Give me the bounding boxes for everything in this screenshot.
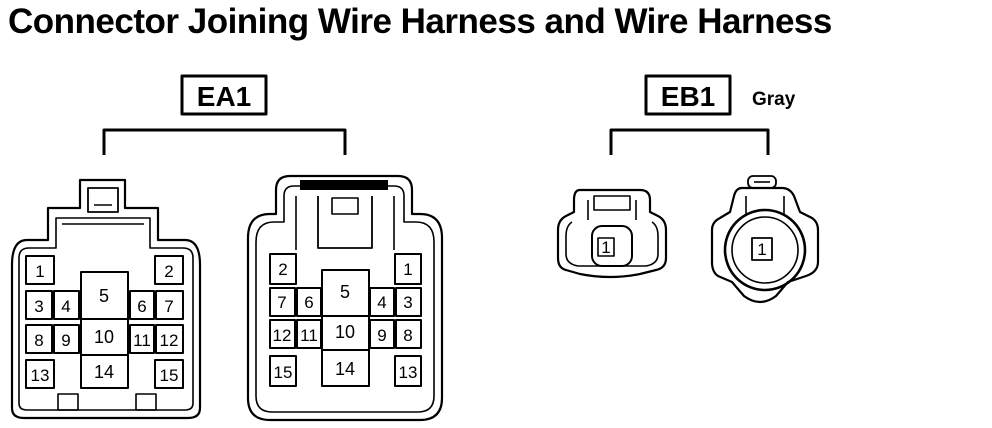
ea1-right-pin-3: 3 [403, 293, 412, 312]
ea1-right-connector: 2 1 7 6 5 4 3 12 11 10 9 8 15 14 13 [246, 174, 444, 422]
ea1-left-pin-9: 9 [61, 331, 70, 350]
eb1-left-connector: 1 [556, 188, 668, 279]
eb1-label-box [644, 74, 732, 116]
eb1-right-pin-1: 1 [757, 240, 766, 259]
ea1-right-pin-numbers: 2 1 7 6 5 4 3 12 11 10 9 8 15 14 13 [273, 260, 418, 382]
ea1-left-pin-10: 10 [94, 327, 114, 347]
eb1-right-ring [723, 208, 807, 292]
ea1-left-connector: 1 2 3 4 5 6 7 8 9 10 11 12 13 14 15 [10, 178, 202, 420]
ea1-left-latch [87, 187, 119, 213]
ea1-left-pin-3: 3 [34, 297, 43, 316]
ea1-left-pin-5: 5 [99, 286, 109, 306]
ea1-right-pin-11: 11 [300, 326, 318, 345]
ea1-left-pin-2: 2 [164, 262, 173, 281]
ea1-label-box [180, 74, 268, 116]
eb1-label: EB1 [661, 81, 715, 112]
ea1-right-pin-5: 5 [340, 282, 350, 302]
page-title: Connector Joining Wire Harness and Wire … [8, 2, 832, 41]
ea1-left-cavities [25, 255, 184, 389]
ea1-left-pin-6: 6 [137, 297, 146, 316]
ea1-left-pin-14: 14 [94, 362, 114, 382]
eb1-color-note: Gray [752, 89, 796, 110]
ea1-left-pin-numbers: 1 2 3 4 5 6 7 8 9 10 11 12 13 14 15 [31, 262, 179, 385]
eb1-right-cavity [751, 237, 773, 261]
ea1-left-pin-7: 7 [164, 297, 173, 316]
ea1-right-pin-13: 13 [399, 363, 418, 382]
ea1-right-pin-12: 12 [273, 326, 292, 345]
ea1-left-pin-11: 11 [133, 331, 151, 350]
eb1-right-connector: 1 [710, 175, 820, 304]
ea1-left-housing [10, 178, 202, 420]
ea1-bracket [102, 128, 347, 155]
eb1-right-housing [710, 186, 820, 304]
ea1-right-cavities [269, 253, 422, 387]
eb1-label-group: EB1 Gray [609, 74, 796, 155]
ea1-right-pin-7: 7 [277, 293, 286, 312]
eb1-left-pin-1: 1 [601, 238, 610, 257]
ea1-right-housing-inner [255, 185, 435, 413]
ea1-right-housing [246, 174, 444, 422]
eb1-left-cavity [591, 225, 633, 267]
ea1-right-pin-2: 2 [278, 260, 287, 279]
ea1-right-pin-9: 9 [377, 326, 386, 345]
eb1-left-housing [556, 188, 668, 279]
ea1-left-pin-4: 4 [61, 297, 70, 316]
ea1-right-pin-4: 4 [377, 293, 386, 312]
ea1-left-pin-1: 1 [35, 262, 44, 281]
ea1-right-pin-8: 8 [403, 326, 412, 345]
ea1-right-pin-14: 14 [335, 359, 355, 379]
ea1-left-pin-12: 12 [160, 331, 179, 350]
ea1-left-housing-inner [18, 217, 194, 411]
ea1-label: EA1 [197, 81, 251, 112]
ea1-right-pin-1: 1 [403, 260, 412, 279]
ea1-left-pin-13: 13 [31, 366, 50, 385]
ea1-label-group: EA1 [102, 74, 347, 155]
ea1-left-pin-15: 15 [160, 366, 179, 385]
eb1-bracket [609, 128, 770, 155]
ea1-right-pin-15: 15 [274, 363, 293, 382]
ea1-right-pin-10: 10 [335, 322, 355, 342]
ea1-left-pin-8: 8 [34, 331, 43, 350]
ea1-right-pin-6: 6 [304, 293, 313, 312]
